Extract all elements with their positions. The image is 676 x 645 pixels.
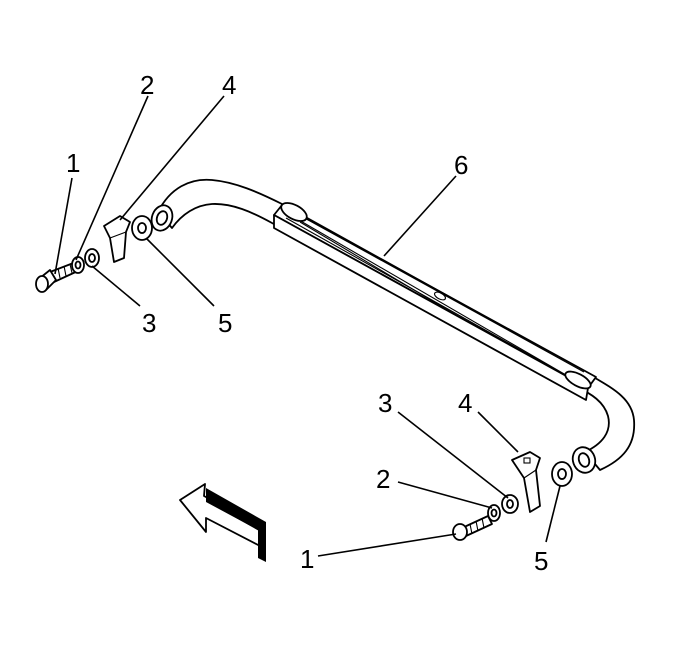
leader-lines: [54, 95, 561, 557]
right-washer: [501, 494, 519, 514]
callout-left-bracket: 4: [222, 70, 236, 100]
left-isolator: [131, 215, 153, 241]
callout-right-isolator: 5: [534, 546, 548, 576]
callout-right-lockwasher: 2: [376, 464, 390, 494]
callout-left-lockwasher: 2: [140, 70, 154, 100]
right-isolator: [551, 461, 573, 487]
callout-left-isolator: 5: [218, 308, 232, 338]
right-bracket: [511, 451, 541, 513]
front-arrow-icon: [179, 483, 266, 562]
left-lockwasher: [71, 256, 85, 274]
callout-left-washer: 3: [142, 308, 156, 338]
callout-left-bolt: 1: [66, 148, 80, 178]
callout-right-washer: 3: [378, 388, 392, 418]
step-bar: [150, 178, 635, 474]
callout-step-bar: 6: [454, 150, 468, 180]
right-lockwasher: [487, 504, 501, 522]
left-washer: [84, 248, 100, 268]
left-bracket: [103, 215, 131, 263]
callout-right-bolt: 1: [300, 544, 314, 574]
callout-right-bracket: 4: [458, 388, 472, 418]
right-bolt: [452, 515, 493, 541]
